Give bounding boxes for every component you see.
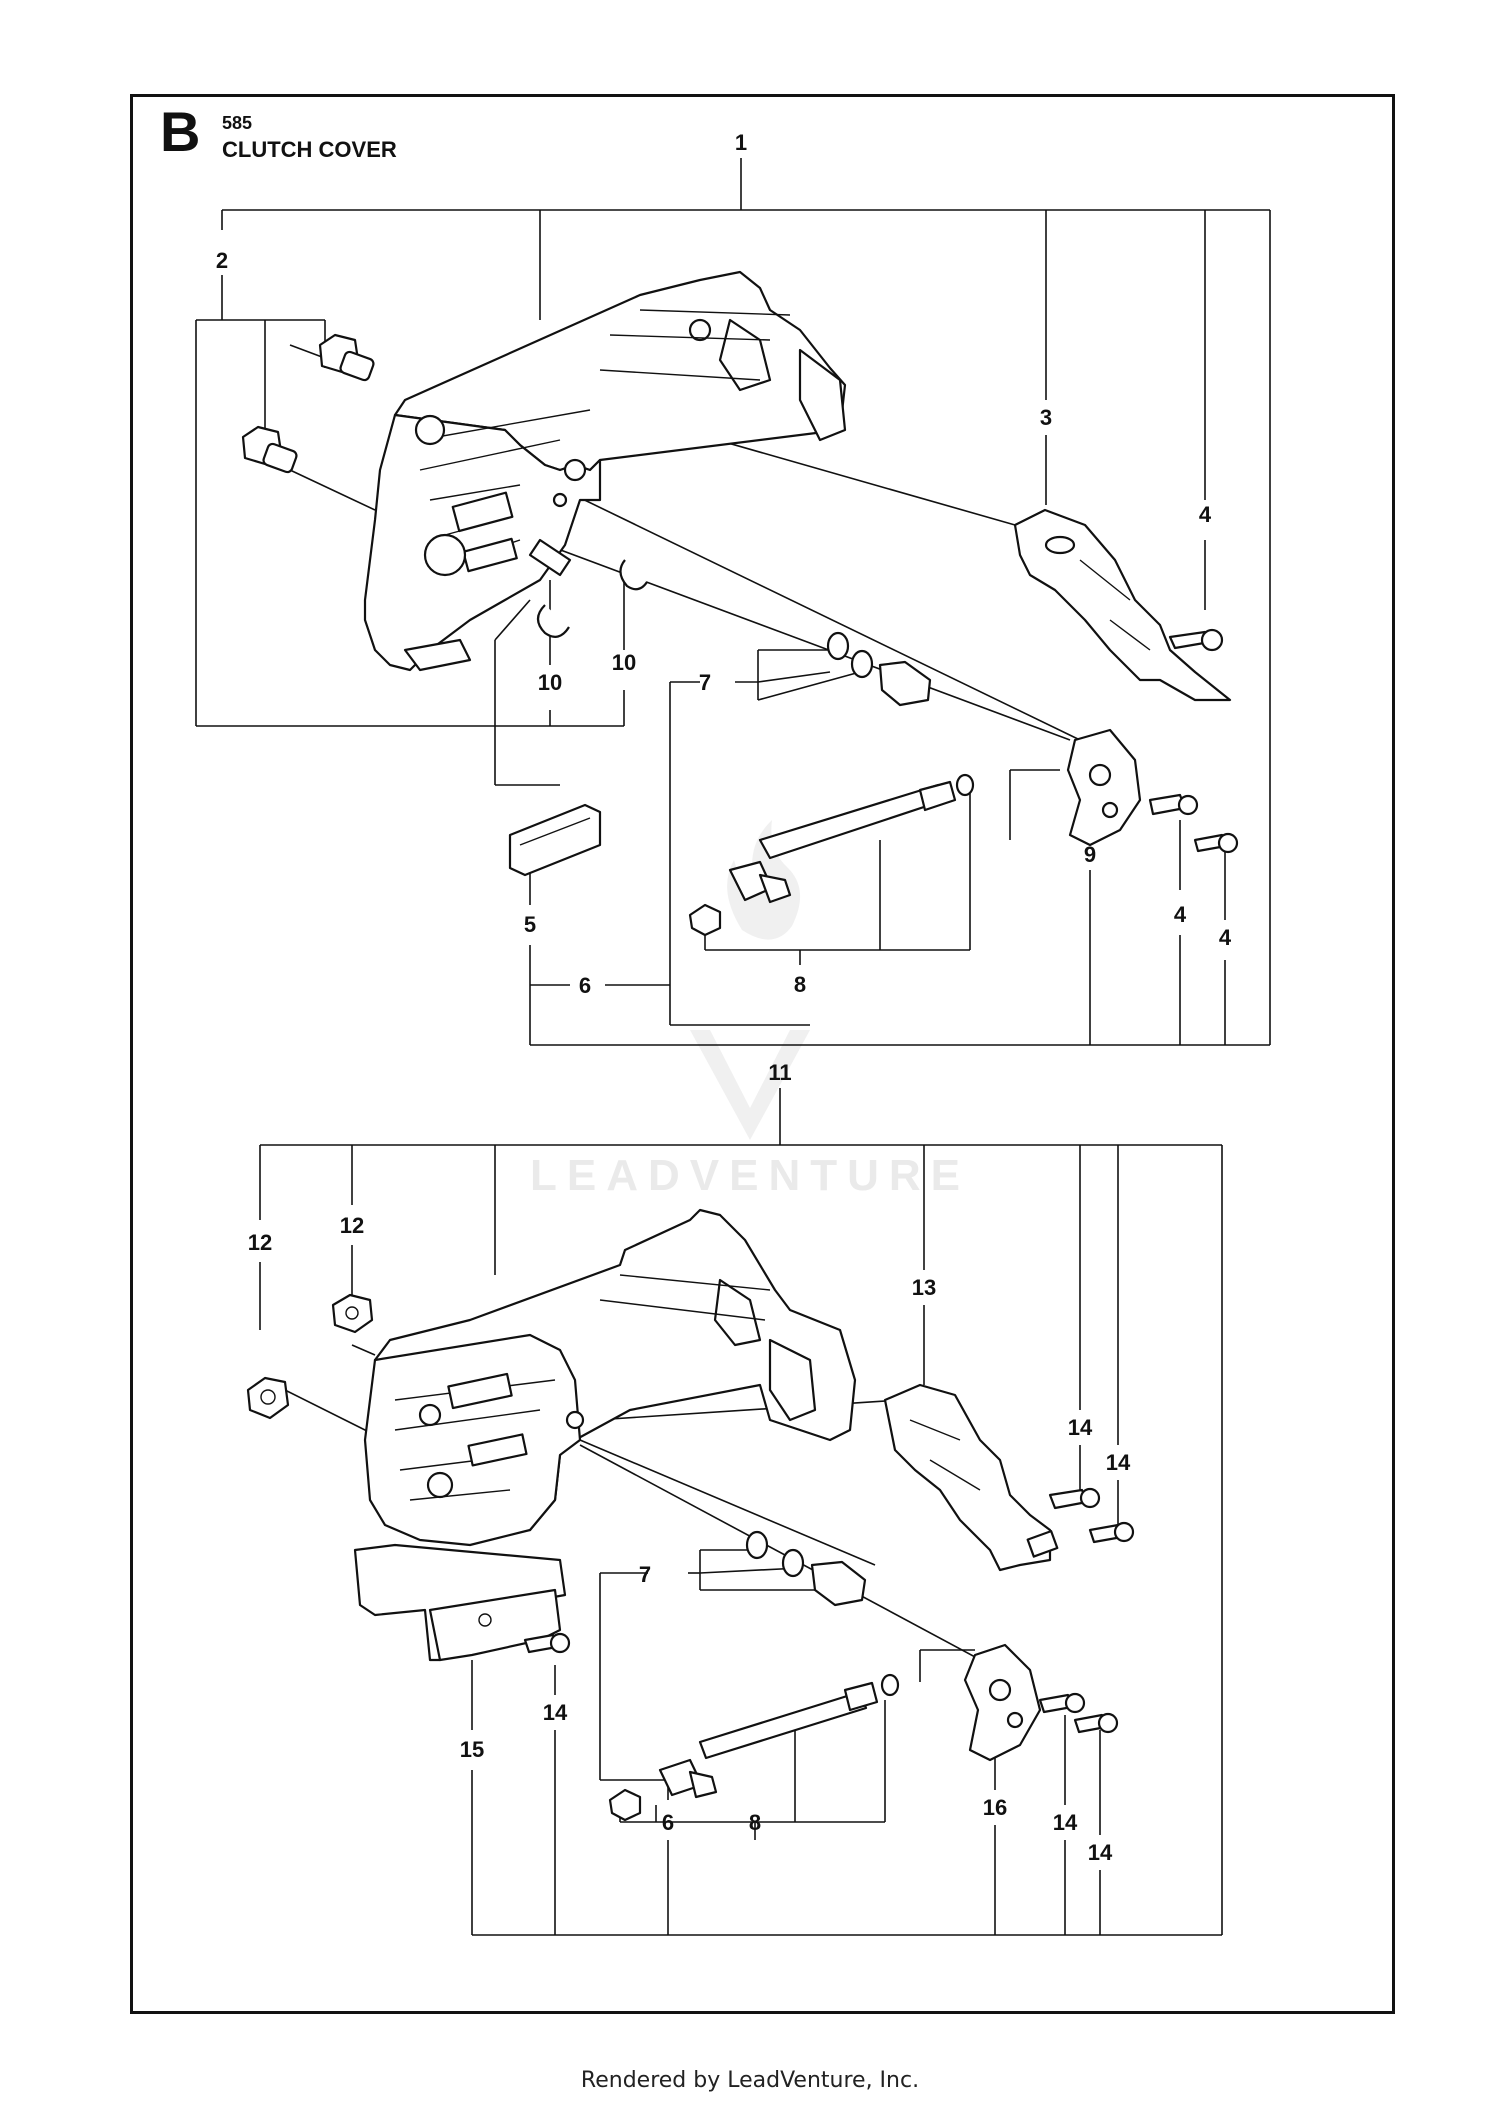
callout-15: 15 bbox=[460, 1737, 484, 1762]
callout-8-a: 8 bbox=[794, 972, 806, 997]
top-guide-3 bbox=[1013, 508, 1232, 702]
bottom-nut-12b bbox=[246, 1376, 290, 1420]
callout-labels: 1 2 3 4 4 4 5 6 7 8 9 10 10 11 12 12 13 … bbox=[216, 130, 1232, 1865]
diagram-frame bbox=[130, 94, 1395, 2014]
bottom-screw-14a bbox=[1048, 1487, 1101, 1510]
callout-5: 5 bbox=[524, 912, 536, 937]
top-screw-4c bbox=[1193, 832, 1239, 854]
callout-12-a: 12 bbox=[248, 1230, 272, 1255]
callout-4-c: 4 bbox=[1219, 925, 1232, 950]
callout-7-a: 7 bbox=[699, 670, 711, 695]
top-bumper-5 bbox=[508, 803, 602, 877]
section-letter: B bbox=[160, 100, 201, 163]
callout-4-a: 4 bbox=[1199, 502, 1212, 527]
callout-14-c: 14 bbox=[543, 1700, 568, 1725]
section-title: CLUTCH COVER bbox=[222, 137, 397, 162]
bottom-screw-14d bbox=[1038, 1692, 1086, 1714]
footer-credit: Rendered by LeadVenture, Inc. bbox=[580, 2068, 920, 2093]
bottom-screw-14c bbox=[523, 1632, 571, 1654]
callout-11: 11 bbox=[768, 1060, 791, 1085]
callout-14-e: 14 bbox=[1088, 1840, 1113, 1865]
bottom-leader-lines bbox=[259, 1088, 1223, 1936]
bottom-clutch-cover bbox=[363, 1208, 857, 1547]
callout-6-a: 6 bbox=[579, 973, 591, 998]
top-screw-4a bbox=[1168, 628, 1224, 652]
callout-9: 9 bbox=[1084, 842, 1096, 867]
bottom-nut-12a bbox=[331, 1293, 374, 1334]
bottom-washers-7 bbox=[745, 1530, 867, 1607]
callout-6-b: 6 bbox=[662, 1810, 674, 1835]
callout-14-b: 14 bbox=[1106, 1450, 1131, 1475]
callout-14-d: 14 bbox=[1053, 1810, 1078, 1835]
callout-7-b: 7 bbox=[639, 1562, 651, 1587]
callout-13: 13 bbox=[912, 1275, 936, 1300]
callout-10-a: 10 bbox=[538, 670, 562, 695]
top-screw-4b bbox=[1148, 793, 1199, 816]
watermark-text: LEADVENTURE bbox=[530, 1151, 970, 1200]
top-circlips bbox=[536, 559, 648, 638]
top-tension-screw-8 bbox=[688, 773, 975, 937]
callout-14-a: 14 bbox=[1068, 1415, 1093, 1440]
callout-1: 1 bbox=[735, 130, 747, 155]
callout-8-b: 8 bbox=[749, 1810, 761, 1835]
callout-12-b: 12 bbox=[340, 1213, 364, 1238]
top-clutch-cover bbox=[363, 270, 847, 672]
bottom-screw-14e bbox=[1073, 1712, 1119, 1734]
callout-3: 3 bbox=[1040, 405, 1052, 430]
model-number: 585 bbox=[222, 113, 253, 133]
bottom-guide-13 bbox=[883, 1383, 1059, 1572]
top-nut-b bbox=[241, 425, 298, 474]
callout-2: 2 bbox=[216, 248, 228, 273]
bottom-tension-screw-8 bbox=[608, 1673, 900, 1822]
callout-10-b: 10 bbox=[612, 650, 636, 675]
watermark-logo: LEADVENTURE bbox=[530, 820, 970, 1200]
callout-16: 16 bbox=[983, 1795, 1007, 1820]
bottom-tensioner-16 bbox=[963, 1643, 1042, 1762]
top-nut-a bbox=[318, 333, 375, 382]
bottom-screw-14b bbox=[1088, 1521, 1135, 1544]
top-washers-7 bbox=[826, 631, 932, 707]
top-tensioner-9 bbox=[1066, 728, 1142, 847]
callout-4-b: 4 bbox=[1174, 902, 1187, 927]
